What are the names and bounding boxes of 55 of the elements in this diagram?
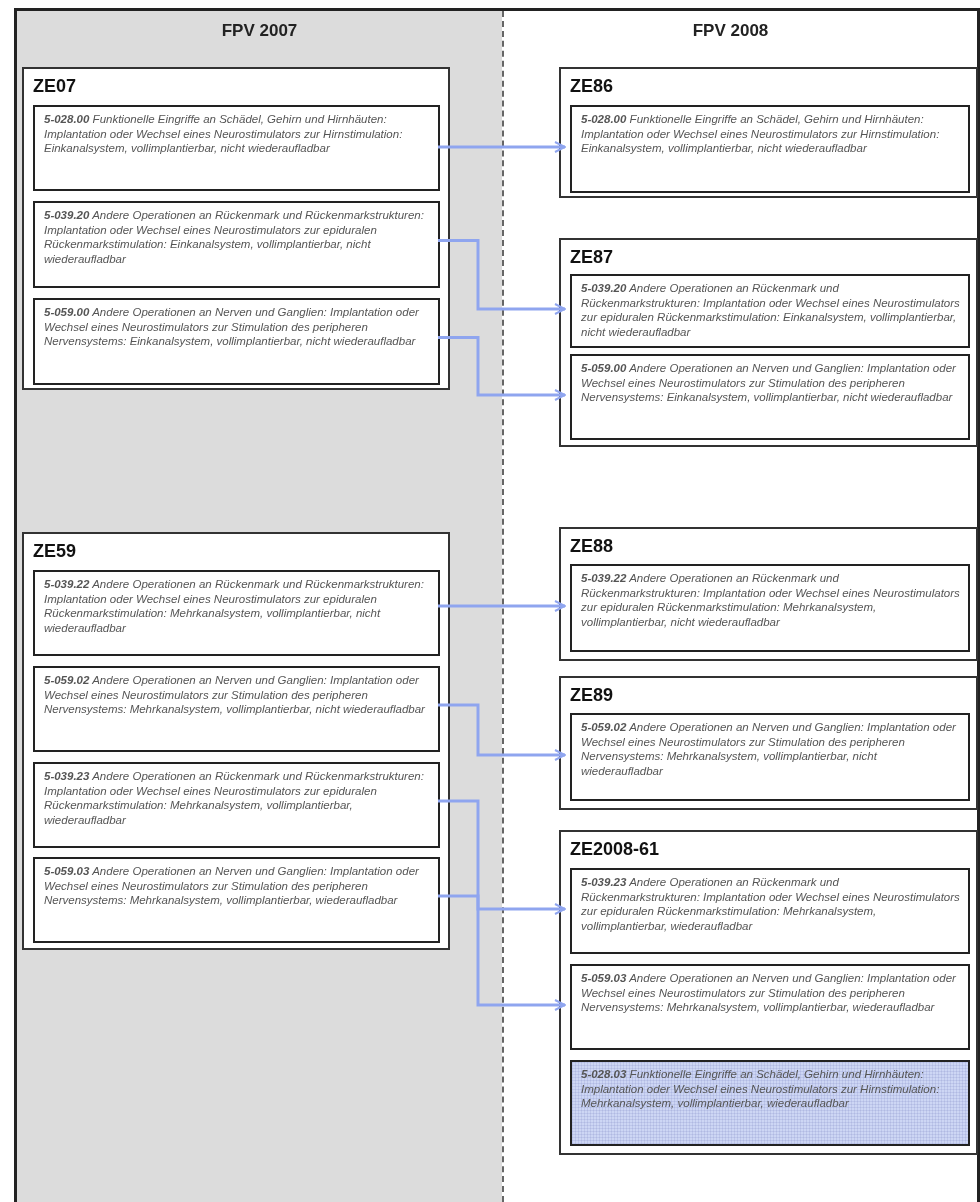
- arrow: [438, 703, 566, 761]
- procedure-box: [570, 564, 970, 652]
- arrow: [438, 894, 566, 1011]
- procedure-box: [570, 274, 970, 348]
- procedure-box: [570, 105, 970, 193]
- procedure-box: [570, 868, 970, 954]
- group-box: [559, 238, 978, 447]
- procedure-box: [570, 713, 970, 801]
- procedure-box: [33, 666, 440, 752]
- arrow: [438, 239, 566, 315]
- procedure-box: [33, 570, 440, 656]
- column-panel: [17, 11, 502, 1202]
- procedure-description: 5-039.23 Andere Operationen an Rückenmark und Rückenmarkstrukturen: Implantation oder Wechsel eines Neurostimulators zur epiduralen Rückenmarkstimulation: Mehrkanalsystem, vollimplantierbar, wiederaufladbar: [581, 875, 960, 933]
- group-heading: ZE89: [570, 685, 614, 706]
- column-panel: [502, 11, 977, 1202]
- procedure-description: 5-059.03 Andere Operationen an Nerven und Ganglien: Implantation oder Wechsel eines Neurostimulators zur Stimulation des peripheren Nervensystems: Mehrkanalsystem, vollimplantierbar, wiederaufladbar: [44, 864, 420, 908]
- procedure-description: 5-059.03 Andere Operationen an Nerven und Ganglien: Implantation oder Wechsel eines Neurostimulators zur Stimulation des peripheren Nervensystems: Mehrkanalsystem, vollimplantierbar, wiederaufladbar: [581, 971, 957, 1015]
- group-heading: ZE87: [570, 247, 614, 268]
- procedure-description: 5-028.00 Funktionelle Eingriffe an Schädel, Gehirn und Hirnhäuten: Implantation oder Wechsel eines Neurostimulators zur Hirnstimulation: Einkanalsystem, vollimplantierbar, nicht wiederaufladbar: [44, 112, 404, 156]
- arrow: [438, 336, 566, 401]
- group-box: [559, 676, 978, 810]
- procedure-description: 5-059.02 Andere Operationen an Nerven und Ganglien: Implantation oder Wechsel eines Neurostimulators zur Stimulation des peripheren Nervensystems: Mehrkanalsystem, vollimplantierbar, nicht wiederaufladbar: [581, 720, 957, 778]
- highlighted-procedure-box: [570, 1060, 970, 1146]
- arrow: [438, 799, 566, 915]
- procedure-description: 5-028.00 Funktionelle Eingriffe an Schädel, Gehirn und Hirnhäuten: Implantation oder Wechsel eines Neurostimulators zur Hirnstimulation: Einkanalsystem, vollimplantierbar, nicht wiederaufladbar: [581, 112, 941, 156]
- column-heading: FPV 2007: [220, 21, 299, 41]
- procedure-box: [33, 105, 440, 191]
- group-heading: ZE59: [33, 541, 77, 562]
- group-box: [559, 830, 978, 1155]
- procedure-description: 5-039.20 Andere Operationen an Rückenmark und Rückenmarkstrukturen: Implantation oder Wechsel eines Neurostimulators zur epiduralen Rückenmarkstimulation: Einkanalsystem, vollimplantierbar, nicht wiederaufladbar: [581, 281, 960, 339]
- procedure-description: 5-039.20 Andere Operationen an Rückenmark und Rückenmarkstrukturen: Implantation oder Wechsel eines Neurostimulators zur epiduralen Rückenmarkstimulation: Einkanalsystem, vollimplantierbar, nicht wiederaufladbar: [44, 208, 425, 266]
- procedure-description: 5-028.03 Funktionelle Eingriffe an Schädel, Gehirn und Hirnhäuten: Implantation oder Wechsel eines Neurostimulators zur Hirnstimulation: Mehrkanalsystem, vollimplantierbar, wiederaufladbar: [581, 1067, 941, 1111]
- procedure-box: [33, 298, 440, 385]
- procedure-description: 5-039.22 Andere Operationen an Rückenmark und Rückenmarkstrukturen: Implantation oder Wechsel eines Neurostimulators zur epiduralen Rückenmarkstimulation: Mehrkanalsystem, vollimplantierbar, nicht wiederaufladbar: [44, 577, 425, 635]
- group-box: [559, 67, 978, 198]
- group-box: [22, 67, 450, 390]
- procedure-box: [33, 762, 440, 848]
- column-heading: FPV 2008: [691, 21, 770, 41]
- arrow: [438, 141, 566, 153]
- procedure-box: [33, 857, 440, 943]
- procedure-box: [570, 964, 970, 1050]
- group-heading: ZE88: [570, 536, 614, 557]
- group-heading: ZE86: [570, 76, 614, 97]
- group-box: [22, 532, 450, 950]
- procedure-box: [570, 354, 970, 440]
- group-heading: ZE2008-61: [570, 839, 660, 860]
- procedure-box: [33, 201, 440, 288]
- procedure-description: 5-059.02 Andere Operationen an Nerven und Ganglien: Implantation oder Wechsel eines Neurostimulators zur Stimulation des peripheren Nervensystems: Mehrkanalsystem, vollimplantierbar, nicht wiederaufladbar: [44, 673, 426, 717]
- arrow: [438, 600, 566, 612]
- procedure-description: 5-039.22 Andere Operationen an Rückenmark und Rückenmarkstrukturen: Implantation oder Wechsel eines Neurostimulators zur epiduralen Rückenmarkstimulation: Mehrkanalsystem, vollimplantierbar, nicht wiederaufladbar: [581, 571, 960, 629]
- group-heading: ZE07: [33, 76, 77, 97]
- procedure-description: 5-059.00 Andere Operationen an Nerven und Ganglien: Implantation oder Wechsel eines Neurostimulators zur Stimulation des peripheren Nervensystems: Einkanalsystem, vollimplantierbar, nicht wiederaufladbar: [44, 305, 420, 349]
- procedure-description: 5-039.23 Andere Operationen an Rückenmark und Rückenmarkstrukturen: Implantation oder Wechsel eines Neurostimulators zur epiduralen Rückenmarkstimulation: Mehrkanalsystem, vollimplantierbar, wiederaufladbar: [44, 769, 425, 827]
- procedure-description: 5-059.00 Andere Operationen an Nerven und Ganglien: Implantation oder Wechsel eines Neurostimulators zur Stimulation des peripheren Nervensystems: Einkanalsystem, vollimplantierbar, nicht wiederaufladbar: [581, 361, 957, 405]
- group-box: [559, 527, 978, 661]
